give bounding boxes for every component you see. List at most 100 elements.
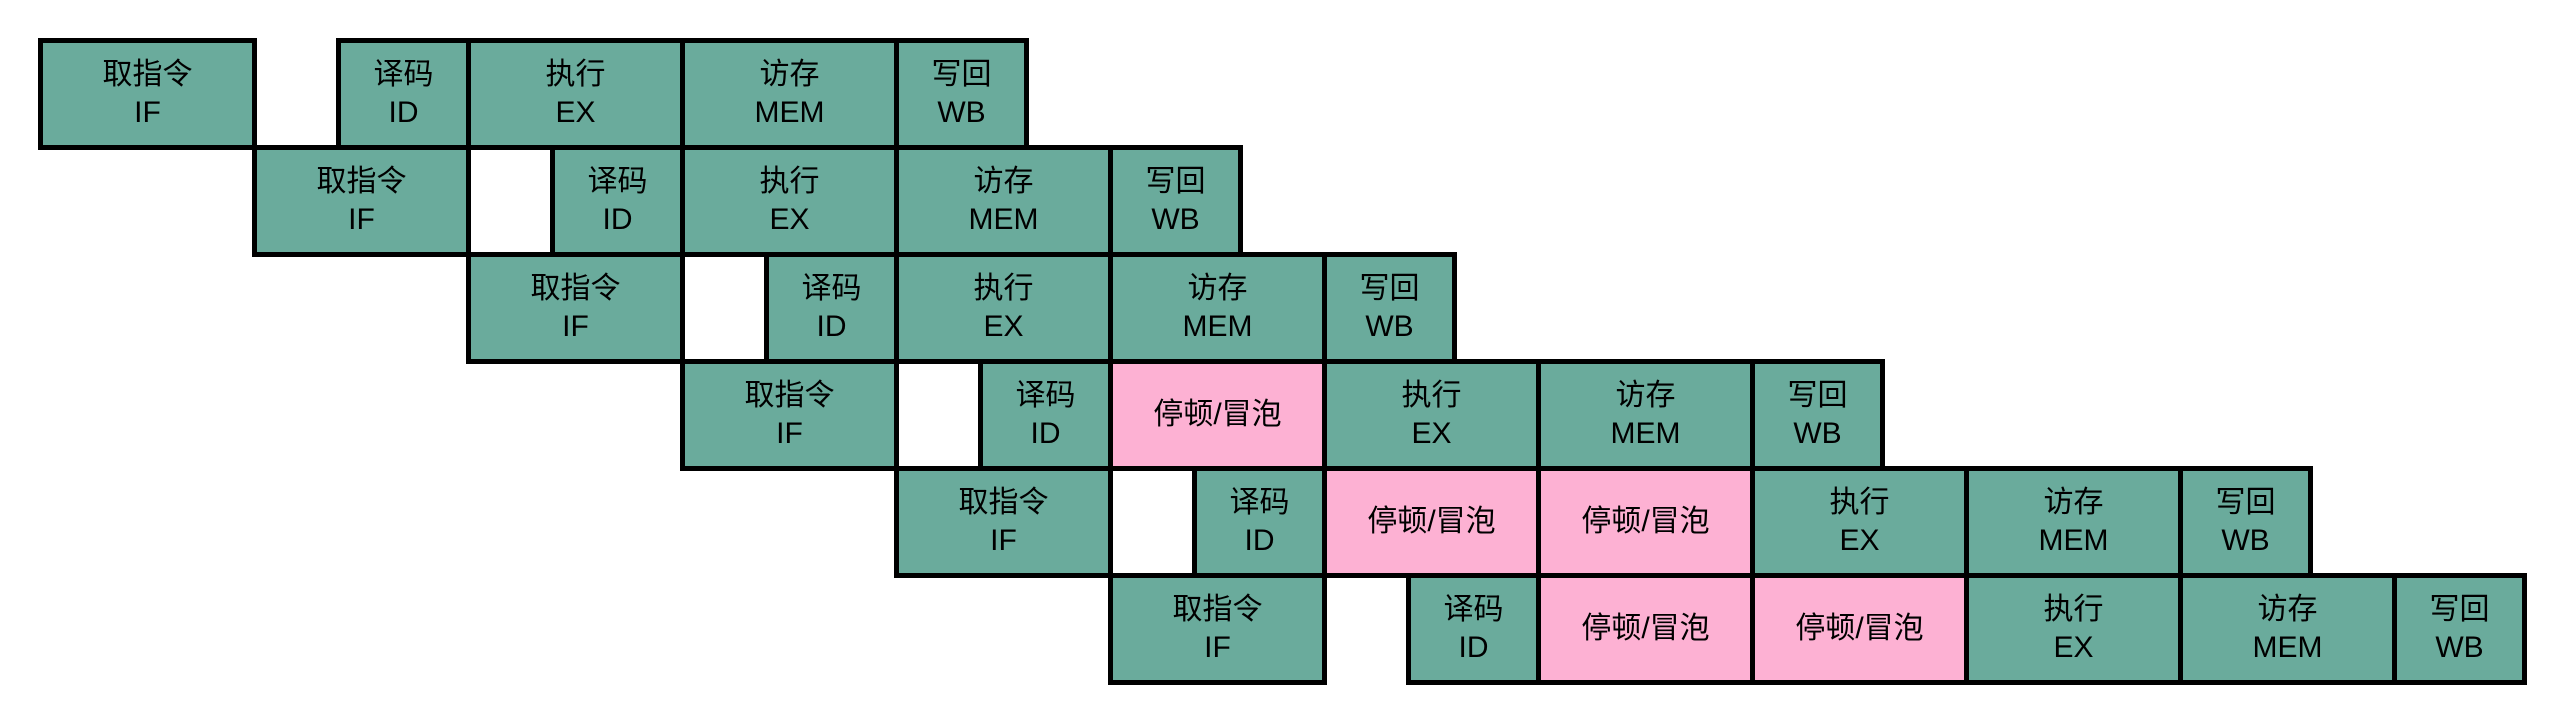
stage-label-abbr: MEM [2252,631,2323,664]
stall-label: 停顿/冒泡 [1153,398,1282,431]
cell-i6-stall-2: 停顿/冒泡 [1750,573,1969,685]
cell-i3-decode: 译码 ID [764,252,899,364]
cell-i6-fetch: 取指令 IF [1108,573,1327,685]
stage-label-zh: 执行 [2043,593,2104,626]
stage-label-abbr: MEM [968,203,1039,236]
cell-i5-decode: 译码 ID [1192,466,1327,578]
stage-label-abbr: WB [2221,524,2270,557]
stall-label: 停顿/冒泡 [1581,612,1710,645]
stage-label-zh: 访存 [759,58,820,91]
cell-i2-execute: 执行 EX [680,145,899,257]
cell-i5-execute: 执行 EX [1750,466,1969,578]
stage-label-abbr: WB [937,96,986,129]
cell-i4-stall-1: 停顿/冒泡 [1108,359,1327,471]
cell-i4-decode: 译码 ID [978,359,1113,471]
stage-label-abbr: EX [1839,524,1880,557]
stall-label: 停顿/冒泡 [1581,505,1710,538]
stage-label-zh: 执行 [1829,486,1890,519]
stage-label-zh: 执行 [1401,379,1462,412]
stage-label-abbr: MEM [754,96,825,129]
stage-label-abbr: IF [776,417,803,450]
stage-label-zh: 译码 [1015,379,1076,412]
cell-i3-execute: 执行 EX [894,252,1113,364]
stage-label-abbr: WB [1151,203,1200,236]
stage-label-zh: 访存 [2257,593,2318,626]
cell-i6-writeback: 写回 WB [2392,573,2527,685]
stage-label-abbr: ID [1244,524,1275,557]
cell-i4-memory: 访存 MEM [1536,359,1755,471]
stage-label-abbr: ID [388,96,419,129]
stall-label: 停顿/冒泡 [1367,505,1496,538]
stage-label-abbr: EX [983,310,1024,343]
cell-i6-decode: 译码 ID [1406,573,1541,685]
cell-i2-writeback: 写回 WB [1108,145,1243,257]
stage-label-abbr: IF [562,310,589,343]
stage-label-zh: 译码 [1443,593,1504,626]
stage-label-zh: 访存 [973,165,1034,198]
cell-i2-fetch: 取指令 IF [252,145,471,257]
cell-i1-writeback: 写回 WB [894,38,1029,150]
stage-label-abbr: ID [1030,417,1061,450]
stage-label-zh: 写回 [1359,272,1420,305]
stage-label-abbr: IF [1204,631,1231,664]
stage-label-abbr: WB [2435,631,2484,664]
stage-label-zh: 写回 [2429,593,2490,626]
stage-label-zh: 译码 [587,165,648,198]
cell-i6-memory: 访存 MEM [2178,573,2397,685]
stage-label-abbr: EX [555,96,596,129]
cell-i4-writeback: 写回 WB [1750,359,1885,471]
stage-label-abbr: MEM [1182,310,1253,343]
cell-i6-execute: 执行 EX [1964,573,2183,685]
stage-label-zh: 访存 [1615,379,1676,412]
stall-label: 停顿/冒泡 [1795,612,1924,645]
cell-i3-memory: 访存 MEM [1108,252,1327,364]
stage-label-zh: 写回 [2215,486,2276,519]
stage-label-abbr: MEM [2038,524,2109,557]
stage-label-abbr: ID [1458,631,1489,664]
stage-label-zh: 译码 [373,58,434,91]
stage-label-zh: 取指令 [316,165,407,198]
stage-label-zh: 执行 [759,165,820,198]
stage-label-abbr: EX [769,203,810,236]
cell-i1-execute: 执行 EX [466,38,685,150]
stage-label-abbr: EX [2053,631,2094,664]
cell-i3-writeback: 写回 WB [1322,252,1457,364]
stage-label-abbr: ID [602,203,633,236]
stage-label-abbr: MEM [1610,417,1681,450]
stage-label-abbr: IF [134,96,161,129]
stage-label-zh: 执行 [973,272,1034,305]
stage-label-zh: 取指令 [530,272,621,305]
stage-label-zh: 访存 [1187,272,1248,305]
cell-i1-memory: 访存 MEM [680,38,899,150]
cell-i3-fetch: 取指令 IF [466,252,685,364]
stage-label-abbr: ID [816,310,847,343]
stage-label-abbr: WB [1365,310,1414,343]
stage-label-abbr: EX [1411,417,1452,450]
stage-label-abbr: WB [1793,417,1842,450]
stage-label-zh: 访存 [2043,486,2104,519]
stage-label-zh: 译码 [1229,486,1290,519]
stage-label-zh: 执行 [545,58,606,91]
cell-i5-stall-1: 停顿/冒泡 [1322,466,1541,578]
cell-i6-stall-1: 停顿/冒泡 [1536,573,1755,685]
cell-i2-decode: 译码 ID [550,145,685,257]
cell-i2-memory: 访存 MEM [894,145,1113,257]
stage-label-abbr: IF [348,203,375,236]
cell-i1-decode: 译码 ID [336,38,471,150]
stage-label-zh: 写回 [1787,379,1848,412]
stage-label-zh: 取指令 [744,379,835,412]
stage-label-zh: 取指令 [1172,593,1263,626]
stage-label-abbr: IF [990,524,1017,557]
cell-i5-writeback: 写回 WB [2178,466,2313,578]
cell-i1-fetch: 取指令 IF [38,38,257,150]
stage-label-zh: 写回 [931,58,992,91]
stage-label-zh: 写回 [1145,165,1206,198]
stage-label-zh: 取指令 [102,58,193,91]
cell-i4-fetch: 取指令 IF [680,359,899,471]
cell-i5-fetch: 取指令 IF [894,466,1113,578]
cell-i5-stall-2: 停顿/冒泡 [1536,466,1755,578]
stage-label-zh: 译码 [801,272,862,305]
cell-i4-execute: 执行 EX [1322,359,1541,471]
cell-i5-memory: 访存 MEM [1964,466,2183,578]
